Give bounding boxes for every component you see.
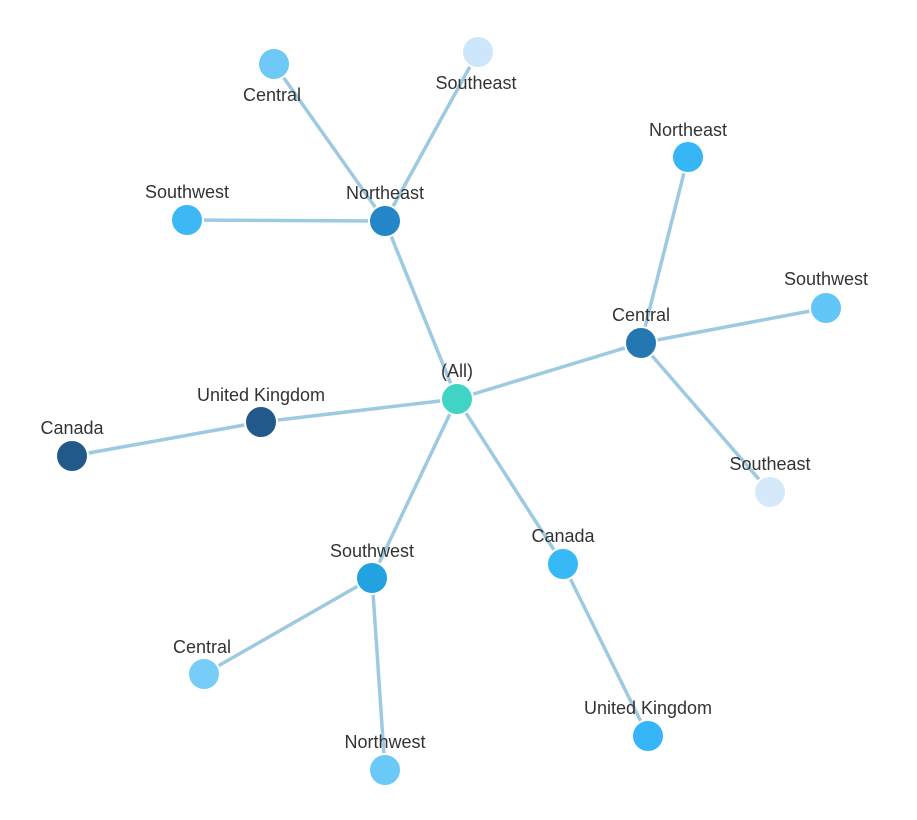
node-ca-uk[interactable]	[631, 719, 665, 753]
node-sw-central[interactable]	[187, 657, 221, 691]
node-c-southeast[interactable]	[753, 475, 787, 509]
node-canada[interactable]	[546, 547, 580, 581]
node-sw-northwest[interactable]	[368, 753, 402, 787]
edge-ne-ne-southeast	[383, 50, 480, 223]
node-c-southwest[interactable]	[809, 291, 843, 325]
node-uk[interactable]	[244, 405, 278, 439]
labels-layer: (All)NortheastCentralSoutheastSouthwestC…	[40, 73, 868, 752]
node-label-uk-canada: Canada	[40, 418, 104, 438]
node-c-northeast[interactable]	[671, 140, 705, 174]
node-label-ne-central: Central	[243, 85, 301, 105]
edge-all-uk	[259, 397, 459, 424]
node-label-c-southwest: Southwest	[784, 269, 868, 289]
node-label-ca-uk: United Kingdom	[584, 698, 712, 718]
node-label-sw-northwest: Northwest	[344, 732, 425, 752]
links-layer	[70, 50, 828, 772]
edge-central-c-northeast	[639, 155, 690, 345]
edge-all-canada	[455, 397, 565, 566]
edge-all-ne	[383, 219, 459, 401]
node-label-c-northeast: Northeast	[649, 120, 727, 140]
edge-sw-sw-central	[202, 576, 374, 676]
node-label-all: (All)	[441, 361, 473, 381]
node-label-uk: United Kingdom	[197, 385, 325, 405]
edge-sw-sw-northwest	[370, 576, 387, 772]
node-label-canada: Canada	[531, 526, 595, 546]
edge-ne-ne-central	[272, 62, 387, 223]
node-all[interactable]	[440, 382, 474, 416]
nodes-layer	[55, 35, 843, 787]
node-ne[interactable]	[368, 204, 402, 238]
node-label-ne: Northeast	[346, 183, 424, 203]
edge-central-c-southwest	[639, 306, 828, 345]
node-label-sw-central: Central	[173, 637, 231, 657]
node-label-sw: Southwest	[330, 541, 414, 561]
edge-all-sw	[370, 397, 459, 580]
edge-central-c-southeast	[639, 341, 772, 494]
edge-all-central	[455, 341, 643, 401]
node-label-c-southeast: Southeast	[729, 454, 810, 474]
node-central[interactable]	[624, 326, 658, 360]
node-label-ne-southeast: Southeast	[435, 73, 516, 93]
node-sw[interactable]	[355, 561, 389, 595]
edge-canada-ca-uk	[561, 562, 650, 738]
edge-ne-ne-southwest	[185, 218, 387, 223]
node-ne-central[interactable]	[257, 47, 291, 81]
node-ne-southwest[interactable]	[170, 203, 204, 237]
node-label-ne-southwest: Southwest	[145, 182, 229, 202]
node-label-central: Central	[612, 305, 670, 325]
node-ne-southeast[interactable]	[461, 35, 495, 69]
edge-uk-uk-canada	[70, 420, 263, 458]
node-uk-canada[interactable]	[55, 439, 89, 473]
